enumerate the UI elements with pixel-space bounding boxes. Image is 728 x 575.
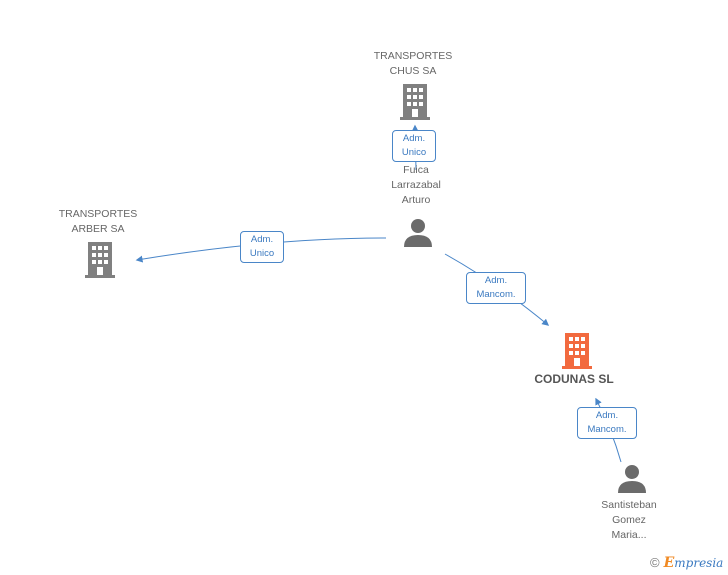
node-label: Fuica Larrazabal Arturo — [391, 164, 441, 206]
building-icon — [85, 242, 115, 278]
person-icon — [618, 465, 646, 493]
edge-badge-fuica-arber[interactable]: Adm. Unico — [240, 231, 284, 263]
node-label: CODUNAS SL — [534, 372, 614, 386]
node-label: TRANSPORTES ARBER SA — [58, 208, 138, 235]
building-icon — [400, 84, 430, 120]
footer-credit: ©Empresia — [650, 555, 723, 571]
empresia-logo[interactable]: Empresia — [663, 555, 724, 571]
person-icon — [404, 219, 432, 247]
node-label: TRANSPORTES CHUS SA — [373, 50, 453, 77]
edge-badge-fuica-codunas[interactable]: Adm. Mancom. — [466, 272, 526, 304]
edge-badge-santisteban-codunas[interactable]: Adm. Mancom. — [577, 407, 637, 439]
building-icon — [562, 333, 592, 369]
edge-badge-fuica-chus[interactable]: Adm. Unico — [392, 130, 436, 162]
node-label: Santisteban Gomez Maria... — [601, 499, 657, 541]
copyright-symbol: © — [650, 555, 660, 570]
